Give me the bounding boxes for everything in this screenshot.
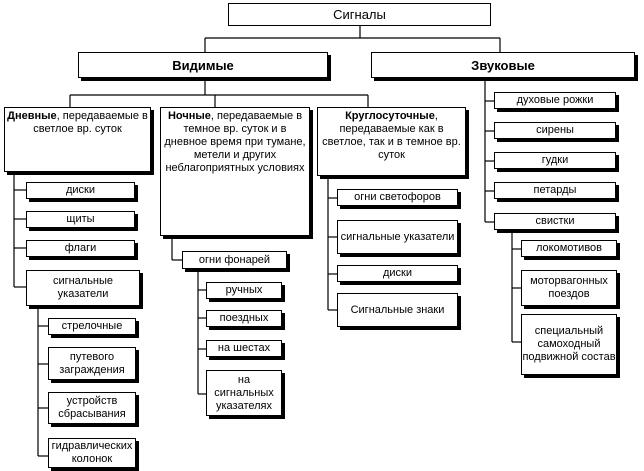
day-text: , передаваемые в светлое вр. суток [33,110,148,135]
visible-box: Видимые [78,52,328,78]
allday-item-signal-signs: Сигнальные знаки [337,293,458,327]
whistle-locomotives: локомотивов [521,240,617,257]
sound-item-horns: духовые рожки [494,92,616,109]
pointer-reset-device: устройств сбрасывания [48,392,136,424]
day-box: Дневные, передаваемые в светлое вр. суто… [4,107,151,172]
whistle-self-propelled-stock: специальный самоходный подвижной состав [521,314,617,375]
allday-item-signal-pointers: сигнальные указатели [337,220,458,254]
pointer-track-barrier: путевого заграждения [48,347,136,380]
day-item-signal-pointers: сигнальные указатели [26,270,140,306]
night-item-lamp-lights: огни фонарей [182,251,287,269]
sound-item-whistles: свистки [494,213,616,230]
lamp-train: поездных [206,310,282,327]
allday-item-traffic-lights: огни светофоров [337,189,458,206]
night-title: Ночные [167,110,211,122]
visible-label: Видимые [172,57,234,73]
root-label: Сигналы [333,7,386,22]
night-text: , передаваемые в темное вр. суток и в дн… [164,110,306,174]
sound-box: Звуковые [371,52,635,78]
lamp-poles: на шестах [206,340,282,357]
lamp-hand: ручных [206,282,282,299]
allday-title: Круглосуточные [345,110,435,122]
day-item-flags: флаги [26,240,135,257]
sound-item-whistles-horn: гудки [494,152,616,169]
night-box: Ночные, передаваемые в темное вр. суток … [160,107,310,236]
pointer-hydraulic-column: гидравлических колонок [48,438,136,468]
pointer-switch: стрелочные [48,318,136,335]
whistle-multiple-unit-trains: моторвагонных поездов [521,270,617,306]
sound-item-detonators: петарды [494,182,616,199]
sound-label: Звуковые [471,57,535,73]
day-item-disks: диски [26,182,135,199]
allday-text: , передаваемые как в светлое, так и в те… [322,110,461,161]
allday-item-disks: диски [337,265,458,282]
lamp-signal-pointers: на сигнальных указателях [206,370,282,416]
root-box: Сигналы [228,3,491,26]
day-item-shields: щиты [26,211,135,228]
sound-item-sirens: сирены [494,122,616,139]
day-title: Дневные [7,110,57,122]
allday-box: Круглосуточные, передаваемые как в светл… [317,107,466,176]
